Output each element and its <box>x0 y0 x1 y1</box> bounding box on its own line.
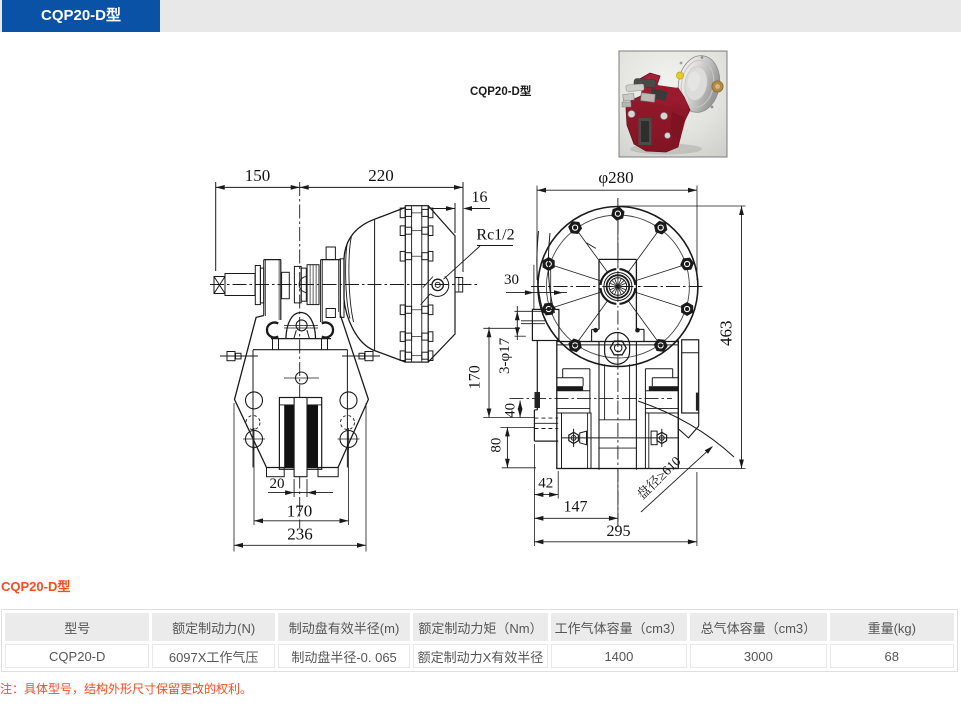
svg-text:盘径≥610: 盘径≥610 <box>634 453 684 502</box>
svg-text:236: 236 <box>287 525 313 544</box>
svg-text:463: 463 <box>717 320 736 346</box>
svg-text:147: 147 <box>564 499 588 516</box>
svg-text:16: 16 <box>472 189 488 206</box>
svg-text:150: 150 <box>245 166 271 185</box>
svg-text:220: 220 <box>368 166 394 185</box>
svg-text:40: 40 <box>503 403 519 418</box>
svg-text:42: 42 <box>538 476 553 492</box>
svg-text:Rc1/2: Rc1/2 <box>476 227 514 244</box>
svg-text:3-φ17: 3-φ17 <box>497 337 513 374</box>
svg-text:170: 170 <box>287 502 313 521</box>
svg-text:295: 295 <box>607 523 631 540</box>
svg-text:20: 20 <box>270 476 285 492</box>
svg-text:30: 30 <box>504 272 519 288</box>
svg-text:80: 80 <box>488 438 504 453</box>
svg-text:φ280: φ280 <box>598 168 633 187</box>
svg-text:170: 170 <box>467 365 484 389</box>
